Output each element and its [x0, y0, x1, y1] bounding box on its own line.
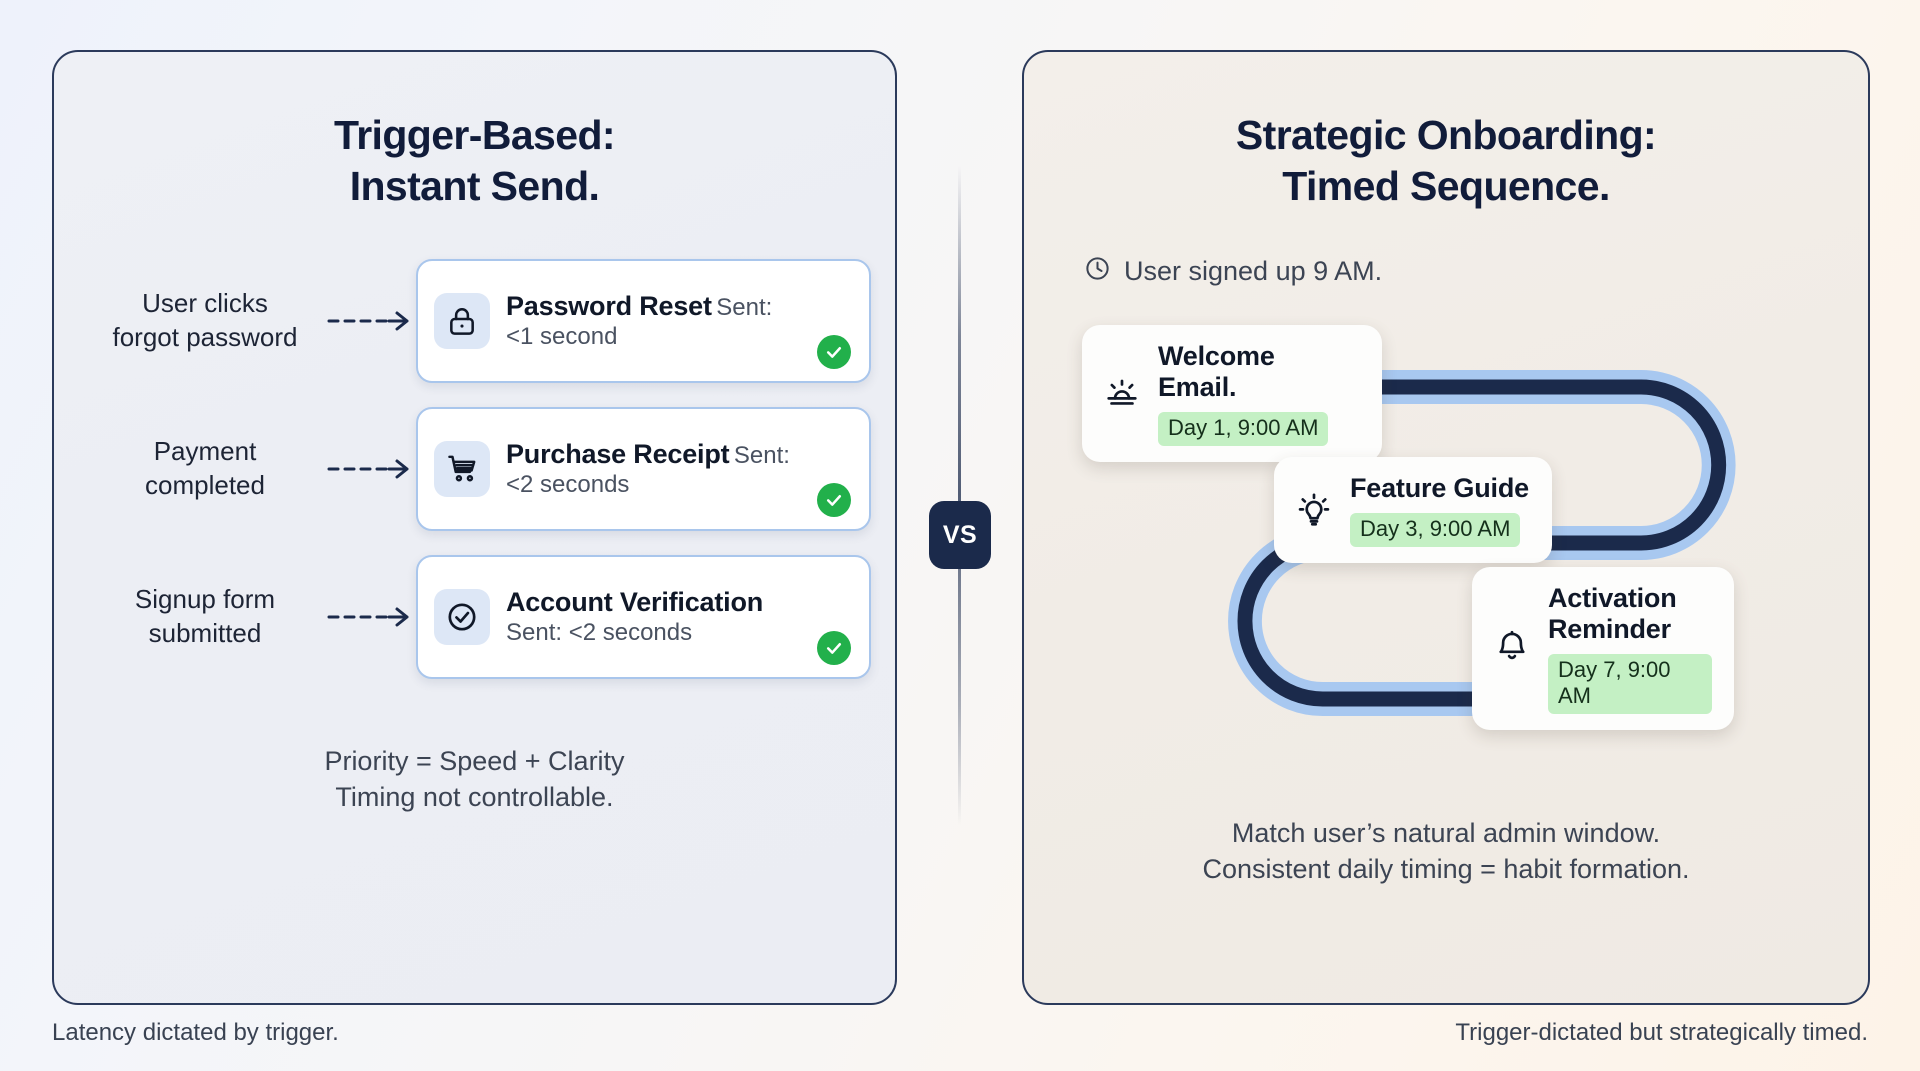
right-panel: Strategic Onboarding: Timed Sequence. Us… — [1022, 50, 1870, 1005]
left-panel-footnote: Priority = Speed + Clarity Timing not co… — [324, 745, 625, 812]
right-panel-title: Strategic Onboarding: Timed Sequence. — [1235, 112, 1657, 210]
sequence-card-text: Feature Guide Day 3, 9:00 AM — [1350, 473, 1529, 547]
event-text-block: Purchase Receipt Sent: <2 seconds — [506, 438, 801, 498]
event-card[interactable]: Password Reset Sent: <1 second — [416, 258, 871, 383]
check-circle-icon — [434, 588, 490, 645]
day-chip: Day 7, 9:00 AM — [1548, 654, 1712, 715]
dashed-arrow-icon — [324, 605, 416, 629]
status-badge-check — [817, 630, 851, 665]
event-subtitle: Sent: <2 seconds — [506, 618, 693, 646]
trigger-label: Signup form submitted — [134, 584, 276, 648]
event-text-block: Password Reset Sent: <1 second — [506, 290, 801, 350]
event-title: Account Verification — [506, 587, 764, 618]
status-badge-check — [817, 482, 851, 517]
panels-container: Trigger-Based: Instant Send. User clicks… — [52, 50, 1870, 1005]
trigger-label: User clicks forgot password — [112, 288, 298, 352]
status-badge-check — [817, 334, 851, 369]
sunrise-icon — [1100, 371, 1144, 415]
event-card[interactable]: Account Verification Sent: <2 seconds — [416, 554, 871, 679]
left-caption: Latency dictated by trigger. — [52, 1019, 339, 1046]
sequence-card[interactable]: Welcome Email. Day 1, 9:00 AM — [1082, 324, 1382, 463]
event-card[interactable]: Purchase Receipt Sent: <2 seconds — [416, 406, 871, 531]
lightbulb-icon — [1292, 488, 1336, 532]
center-divider-line — [958, 165, 961, 825]
event-text-block: Account Verification Sent: <2 seconds — [506, 586, 801, 646]
sequence-card-text: Welcome Email. Day 1, 9:00 AM — [1158, 341, 1360, 447]
trigger-rows-list: User clicks forgot password — [54, 247, 895, 691]
trigger-row: Payment completed — [86, 395, 871, 543]
shopping-cart-icon — [434, 440, 490, 497]
signup-note-label: User signed up 9 AM. — [1124, 256, 1383, 286]
sequence-card-title: Activation Reminder — [1548, 582, 1677, 644]
left-panel: Trigger-Based: Instant Send. User clicks… — [52, 50, 897, 1005]
event-subtitle: Sent: <1 second — [506, 294, 773, 350]
clock-icon — [1084, 255, 1111, 289]
trigger-row: User clicks forgot password — [86, 247, 871, 395]
day-chip: Day 1, 9:00 AM — [1158, 412, 1329, 447]
event-title: Purchase Receipt — [506, 439, 730, 470]
signup-note: User signed up 9 AM. — [1084, 255, 1868, 289]
vs-badge: VS — [929, 501, 991, 569]
event-title: Password Reset — [506, 291, 712, 322]
left-panel-title: Trigger-Based: Instant Send. — [334, 112, 616, 210]
lock-icon — [434, 292, 490, 349]
trigger-row: Signup form submitted — [86, 543, 871, 691]
right-caption: Trigger-dictated but strategically timed… — [1455, 1019, 1868, 1046]
sequence-card-title: Feature Guide — [1350, 472, 1529, 503]
bell-icon — [1490, 626, 1534, 670]
sequence-flow-area: Welcome Email. Day 1, 9:00 AM — [1024, 299, 1868, 779]
event-subtitle: Sent: <2 seconds — [506, 442, 790, 498]
dashed-arrow-icon — [324, 457, 416, 481]
dashed-arrow-icon — [324, 309, 416, 333]
sequence-card[interactable]: Feature Guide Day 3, 9:00 AM — [1274, 456, 1552, 563]
trigger-label: Payment completed — [145, 436, 265, 500]
right-panel-footnote: Match user’s natural admin window. Consi… — [1202, 817, 1690, 884]
sequence-card[interactable]: Activation Reminder Day 7, 9:00 AM — [1472, 566, 1734, 731]
sequence-card-text: Activation Reminder Day 7, 9:00 AM — [1548, 583, 1712, 715]
sequence-card-title: Welcome Email. — [1158, 340, 1275, 402]
day-chip: Day 3, 9:00 AM — [1350, 512, 1521, 547]
